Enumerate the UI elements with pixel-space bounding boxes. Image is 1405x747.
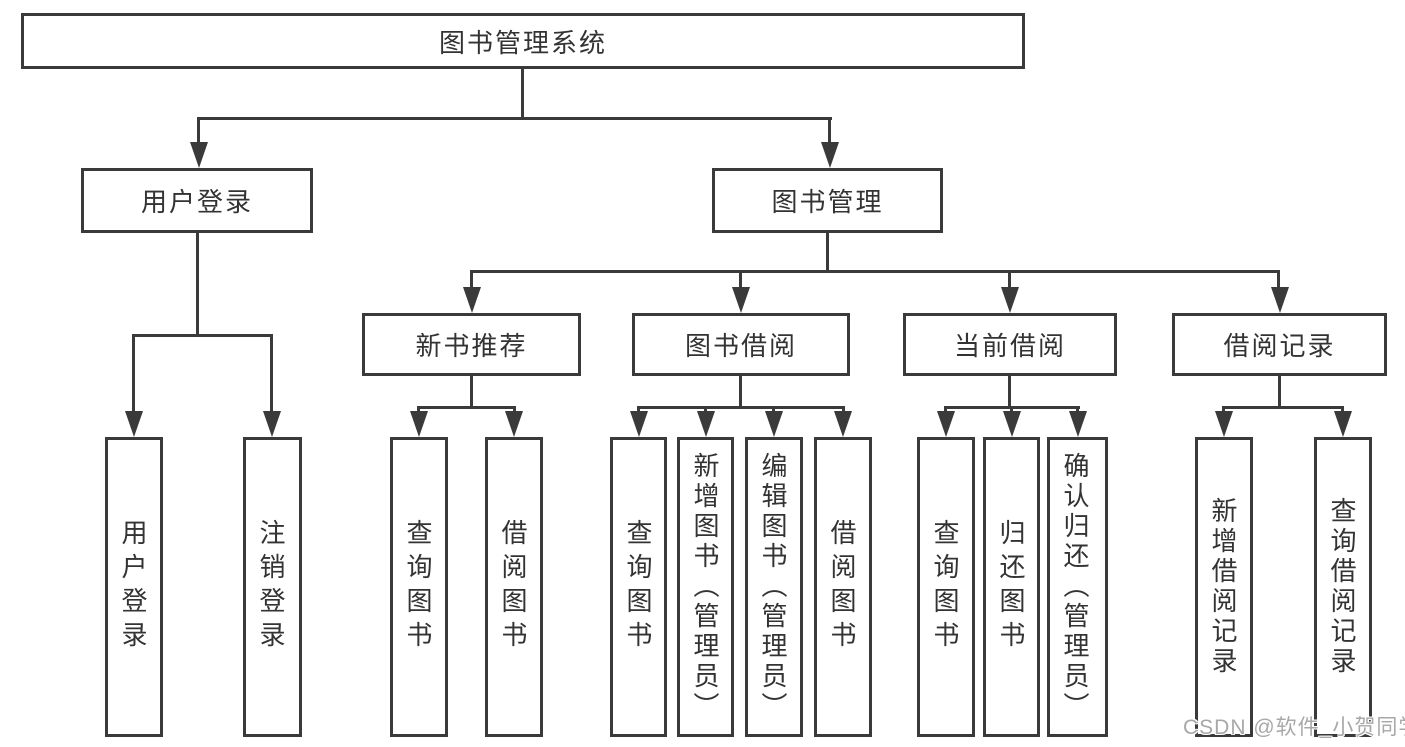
arrow-down-icon [1334,411,1352,437]
arrow-down-icon [463,287,481,313]
connector-line [270,334,273,416]
arrow-down-icon [834,411,852,437]
arrow-down-icon [732,287,750,313]
connector-line [197,117,832,120]
node-user-login-branch: 用户登录 [81,168,313,233]
node-book-borrowing: 图书借阅 [632,313,850,376]
connector-line [1008,270,1011,290]
node-return-books: 归还图书 [983,437,1040,737]
arrow-down-icon [263,411,281,437]
node-confirm-return-admin: 确认归还（管理员） [1047,437,1108,737]
arrow-down-icon [190,142,208,168]
arrow-down-icon [505,411,523,437]
node-user-login-leaf: 用户登录 [105,437,163,737]
arrow-down-icon [1003,411,1021,437]
arrow-down-icon [1001,287,1019,313]
connector-line [1278,376,1281,408]
arrow-down-icon [765,411,783,437]
node-add-books-admin: 新增图书（管理员） [677,437,734,737]
node-add-borrow-record: 新增借阅记录 [1195,437,1253,737]
connector-line [739,376,742,408]
node-book-management: 图书管理 [712,168,943,233]
arrow-down-icon [630,411,648,437]
connector-line [470,376,473,408]
node-new-book-recommendation: 新书推荐 [362,313,581,376]
arrow-down-icon [697,411,715,437]
connector-line [828,117,831,147]
arrow-down-icon [1271,287,1289,313]
connector-line [132,334,135,416]
watermark: CSDN @软件_小贺同学 [1183,716,1405,739]
connector-line [1222,406,1344,409]
arrow-down-icon [410,411,428,437]
arrow-down-icon [821,142,839,168]
connector-line [196,233,199,336]
node-query-borrow-record: 查询借阅记录 [1314,437,1372,737]
connector-line [197,117,200,147]
connector-line [521,69,524,119]
connector-line [417,406,516,409]
node-library-management-system: 图书管理系统 [21,13,1025,69]
connector-line [470,270,1280,273]
connector-line [1008,376,1011,408]
node-borrow-books-recommend: 借阅图书 [485,437,543,737]
connector-line [826,233,829,273]
node-query-books-current: 查询图书 [917,437,975,737]
connector-line [637,406,845,409]
arrow-down-icon [125,411,143,437]
node-logout: 注销登录 [243,437,302,737]
connector-line [470,270,473,290]
connector-line [739,270,742,290]
node-borrow-books-borrowing: 借阅图书 [814,437,872,737]
arrow-down-icon [1215,411,1233,437]
node-query-books-borrowing: 查询图书 [610,437,667,737]
arrow-down-icon [937,411,955,437]
arrow-down-icon [1069,411,1087,437]
node-query-books-recommend: 查询图书 [390,437,448,737]
node-borrowing-records: 借阅记录 [1172,313,1387,376]
node-edit-books-admin: 编辑图书（管理员） [745,437,803,737]
connector-line [1277,270,1280,290]
connector-line [132,334,273,337]
node-current-borrowing: 当前借阅 [903,313,1117,376]
